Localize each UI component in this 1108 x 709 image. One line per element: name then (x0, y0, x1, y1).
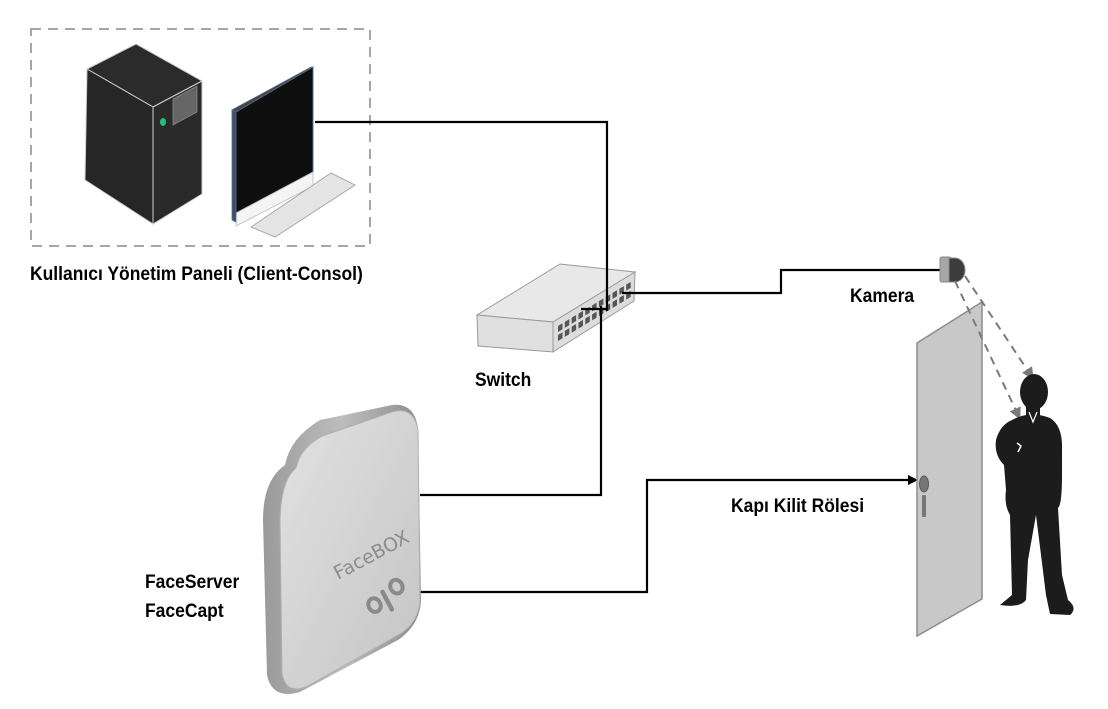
switch-port (571, 324, 577, 333)
switch-port (619, 295, 624, 304)
switch-port (571, 315, 577, 324)
switch-port (578, 310, 583, 320)
person-silhouette-icon (995, 374, 1074, 615)
switch-port (585, 315, 590, 325)
switch-port (626, 281, 631, 291)
edge-console-to-switch (315, 120, 609, 311)
switch-label: Switch (475, 370, 532, 391)
computer-tower-icon[interactable] (84, 43, 204, 225)
switch-port (564, 328, 570, 337)
switch-port (612, 299, 618, 308)
edge-facebox-to-switch (420, 306, 603, 497)
edge-facebox-to-door-relay (420, 475, 918, 594)
door-relay-label: Kapı Kilit Rölesi (731, 496, 865, 517)
switch-port (592, 311, 597, 321)
edge-switch-to-camera (622, 268, 940, 295)
camera-icon[interactable] (939, 256, 966, 283)
person-collar (1028, 411, 1038, 424)
switch-port (578, 319, 583, 329)
door-icon[interactable] (916, 300, 983, 638)
network-switch-icon[interactable] (475, 263, 637, 353)
switch-port (612, 290, 618, 299)
facebox-label-line2: FaceCapt (145, 601, 224, 622)
client-console-label: Kullanıcı Yönetim Paneli (Client-Consol) (30, 264, 363, 285)
camera-label: Kamera (850, 286, 915, 307)
switch-port (564, 319, 570, 328)
facebox-device-icon[interactable]: FaceBOX (263, 404, 421, 694)
keyboard-icon (249, 172, 357, 238)
switch-port (558, 323, 563, 332)
monitor-icon[interactable] (231, 66, 315, 227)
camera-view-ray-2 (964, 275, 1034, 380)
facebox-logo-mark (366, 577, 405, 614)
switch-port (558, 332, 563, 341)
facebox-label-line1: FaceServer (145, 572, 240, 593)
person-hand-highlight (1016, 442, 1022, 453)
switch-port (598, 298, 604, 308)
client-console-group-box (30, 28, 371, 247)
camera-view-ray-1 (954, 280, 1021, 420)
door-lock-icon (919, 475, 929, 493)
